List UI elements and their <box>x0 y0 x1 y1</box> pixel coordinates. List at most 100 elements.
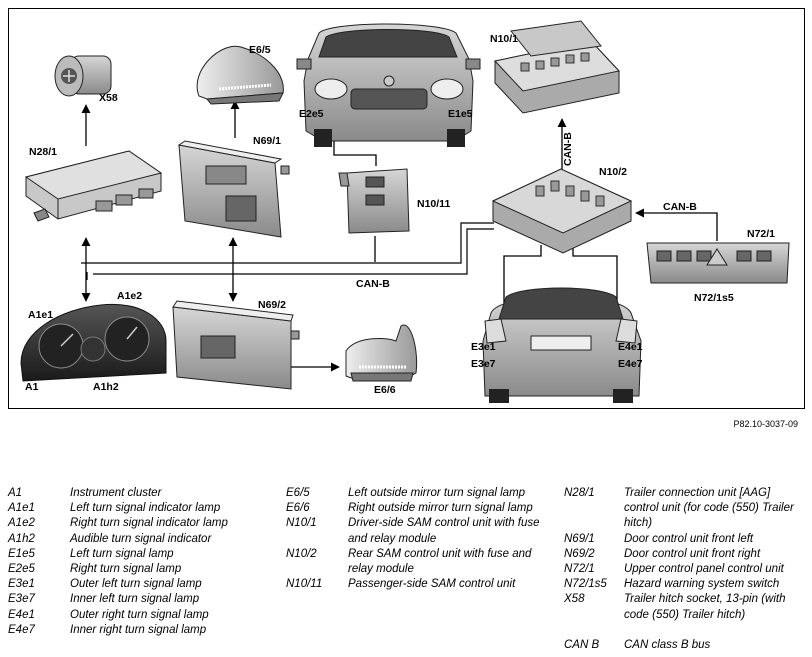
legend-row: E3e7 Inner left turn signal lamp <box>8 592 278 607</box>
label-a1e2: A1e2 <box>117 290 142 302</box>
trailer-socket-x58 <box>54 55 112 97</box>
legend-code: E1e5 <box>8 547 35 560</box>
legend-description: Outer left turn signal lamp <box>70 578 202 591</box>
legend-description: Passenger-side SAM control unit <box>348 578 516 591</box>
legend-row: CAN B CAN class B bus <box>564 638 804 653</box>
instrument-cluster-a1 <box>20 303 167 382</box>
diagram-labels: X58 N28/1 E6/5 N69/1 N10/1 E2e5 E1e5 N10… <box>25 33 775 396</box>
upper-control-panel-n72-1 <box>646 242 790 284</box>
label-e3e7: E3e7 <box>471 358 496 370</box>
figure-reference: P82.10-3037-09 <box>733 419 798 429</box>
legend-row: N72/1 Upper control panel control unit <box>564 562 804 577</box>
hazard-switch-icon <box>706 248 728 266</box>
legend-description: Door control unit front right <box>624 547 761 560</box>
label-n72-1s5: N72/1s5 <box>694 292 734 304</box>
door-control-unit-n69-1 <box>177 140 290 238</box>
legend-code: N69/2 <box>564 547 595 560</box>
legend-row: E3e1 Outer left turn signal lamp <box>8 577 278 592</box>
label-n10-2: N10/2 <box>599 166 627 178</box>
label-e2e5: E2e5 <box>299 108 324 120</box>
front-vehicle-view <box>296 23 481 147</box>
left-mirror-turn-lamp-e6-5 <box>196 45 284 105</box>
label-a1: A1 <box>25 381 39 393</box>
legend-description: Left turn signal lamp <box>70 547 174 560</box>
legend-description: Driver-side SAM control unit with fuse a… <box>348 517 540 545</box>
legend-description: Instrument cluster <box>70 487 162 499</box>
legend-code: E2e5 <box>8 563 35 576</box>
legend-description: Door control unit front left <box>624 532 754 545</box>
legend-column-2: E6/5 Left outside mirror turn signal lamp… <box>286 486 548 592</box>
label-can-b-right: CAN-B <box>663 201 697 213</box>
diagram-frame: X58 N28/1 E6/5 N69/1 N10/1 E2e5 E1e5 N10… <box>8 8 805 409</box>
legend-code: E3e1 <box>8 578 35 591</box>
label-n72-1: N72/1 <box>747 228 775 240</box>
label-n69-2: N69/2 <box>258 299 286 311</box>
legend-spacer <box>564 623 804 638</box>
label-e6-6: E6/6 <box>374 384 396 396</box>
legend-row: E1e5 Left turn signal lamp <box>8 547 278 562</box>
label-e3e1: E3e1 <box>471 341 496 353</box>
legend-code: E6/6 <box>286 502 310 515</box>
legend-description: Left outside mirror turn signal lamp <box>348 487 526 499</box>
legend-description: Upper control panel control unit <box>624 563 784 576</box>
legend-row: A1e2 Right turn signal indicator lamp <box>8 516 278 531</box>
label-e4e7: E4e7 <box>618 358 643 370</box>
legend-code: N28/1 <box>564 487 595 499</box>
legend-row: N28/1 Trailer connection unit [AAG] contr… <box>564 486 804 532</box>
passenger-sam-control-unit-n10-11 <box>338 168 410 234</box>
legend-code: X58 <box>564 593 585 606</box>
legend-code: N10/2 <box>286 547 317 560</box>
label-n10-11: N10/11 <box>417 198 450 210</box>
rear-sam-control-unit-n10-2 <box>491 168 633 254</box>
trailer-control-unit-n28-1 <box>24 150 163 222</box>
legend-code: E3e7 <box>8 593 35 606</box>
legend-description: CAN class B bus <box>624 638 711 651</box>
legend-row: E4e7 Inner right turn signal lamp <box>8 623 278 638</box>
legend-row: N10/11 Passenger-side SAM control unit <box>286 577 548 592</box>
legend-row: N10/2 Rear SAM control unit with fuse and… <box>286 547 548 577</box>
legend-description: Audible turn signal indicator <box>70 532 212 545</box>
label-e1e5: E1e5 <box>448 108 473 120</box>
legend-row: E6/5 Left outside mirror turn signal lamp <box>286 486 548 501</box>
label-can-b-vertical: CAN-B <box>562 132 574 166</box>
legend-code: N72/1 <box>564 563 595 576</box>
right-mirror-turn-lamp-e6-6 <box>345 324 418 382</box>
legend-row: A1 Instrument cluster <box>8 486 278 501</box>
driver-sam-control-unit-n10-1 <box>494 20 620 114</box>
legend-code: E6/5 <box>286 487 310 499</box>
label-n69-1: N69/1 <box>253 135 281 147</box>
legend-description: Rear SAM control unit with fuse and rela… <box>348 547 532 576</box>
legend-row: A1h2 Audible turn signal indicator <box>8 532 278 547</box>
label-e4e1: E4e1 <box>618 341 643 353</box>
legend-code: N10/11 <box>286 578 323 591</box>
legend-description: Right outside mirror turn signal lamp <box>348 502 533 515</box>
can-b-bus-lines <box>81 222 494 275</box>
wiring-diagram: X58 N28/1 E6/5 N69/1 N10/1 E2e5 E1e5 N10… <box>20 20 790 403</box>
rear-vehicle-view <box>482 287 642 403</box>
legend-code: CAN B <box>564 638 600 651</box>
legend-row: E6/6 Right outside mirror turn signal lam… <box>286 501 548 516</box>
legend-code: A1 <box>8 487 23 499</box>
legend-code: A1h2 <box>8 532 35 545</box>
legend-code: E4e7 <box>8 623 35 636</box>
legend-description: Inner right turn signal lamp <box>70 623 207 636</box>
signal-arrows <box>81 100 718 372</box>
legend-code: A1e1 <box>8 502 35 515</box>
label-e6-5: E6/5 <box>249 44 271 56</box>
legend-description: Outer right turn signal lamp <box>70 608 209 621</box>
label-n10-1: N10/1 <box>490 33 518 45</box>
legend-description: Trailer connection unit [AAG] control un… <box>624 487 794 530</box>
legend-code: A1e2 <box>8 517 35 530</box>
legend-description: Right turn signal indicator lamp <box>70 517 228 530</box>
legend-description: Inner left turn signal lamp <box>70 593 200 606</box>
legend-code: N72/1s5 <box>564 578 607 591</box>
label-a1e1: A1e1 <box>28 309 53 321</box>
label-a1h2: A1h2 <box>93 381 119 393</box>
door-control-unit-n69-2 <box>172 300 300 390</box>
